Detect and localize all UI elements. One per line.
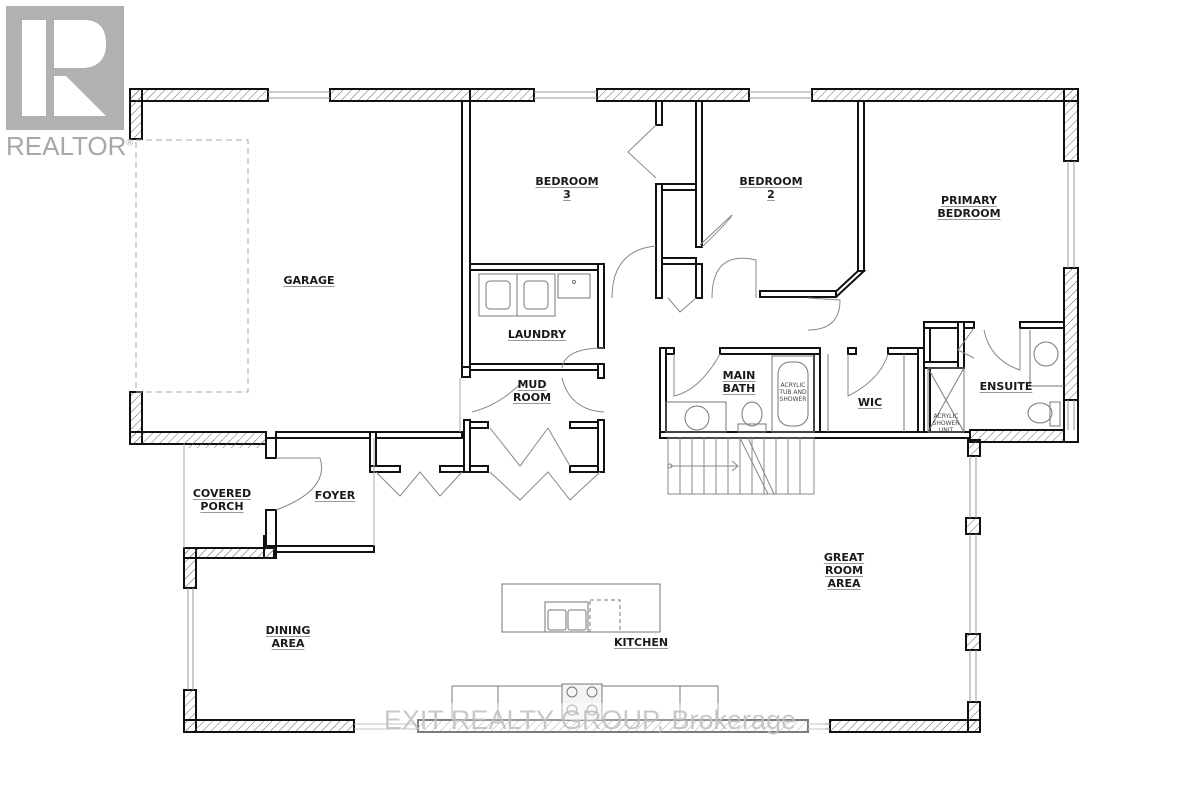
room-label-kitchen: KITCHEN bbox=[613, 636, 669, 649]
garage-door-outline bbox=[135, 139, 249, 393]
laundry-appliances bbox=[478, 273, 591, 317]
room-label-foyer: FOYER bbox=[314, 489, 356, 502]
tub-note: ACRYLIC TUB AND SHOWER bbox=[779, 382, 807, 403]
room-label-wic: WIC bbox=[857, 396, 883, 409]
room-label-laundry: LAUNDRY bbox=[507, 328, 567, 341]
realtor-wordmark: REALTOR® bbox=[6, 131, 134, 161]
realtor-logo bbox=[6, 6, 124, 130]
room-label-covered-porch: COVERED PORCH bbox=[192, 487, 252, 513]
room-label-mud-room: MUD ROOM bbox=[512, 378, 552, 404]
realtor-logo-mark bbox=[6, 6, 124, 130]
room-label-garage: GARAGE bbox=[283, 274, 335, 287]
room-label-bedroom-2: BEDROOM 2 bbox=[739, 175, 803, 201]
exterior-walls bbox=[129, 88, 1079, 733]
porch-foyer-outline bbox=[183, 378, 461, 548]
brokerage-watermark: EXIT REALTY GROUP, Brokerage bbox=[355, 703, 825, 737]
windows bbox=[187, 91, 1075, 730]
bath-fixtures bbox=[665, 330, 1064, 433]
stairs bbox=[667, 437, 815, 495]
realtor-r-icon bbox=[22, 20, 106, 116]
room-label-ensuite: ENSUITE bbox=[979, 380, 1033, 393]
room-label-main-bath: MAIN BATH bbox=[722, 369, 756, 395]
door-swings bbox=[275, 124, 1021, 511]
room-label-primary-bedroom: PRIMARY BEDROOM bbox=[937, 194, 1001, 220]
shower-note: ACRYLIC SHOWER UNIT bbox=[932, 413, 960, 434]
interior-walls bbox=[265, 100, 1065, 553]
kitchen-island bbox=[451, 583, 719, 721]
room-label-bedroom-3: BEDROOM 3 bbox=[535, 175, 599, 201]
room-label-great-room: GREAT ROOM AREA bbox=[823, 551, 865, 590]
room-label-dining-area: DINING AREA bbox=[265, 624, 311, 650]
